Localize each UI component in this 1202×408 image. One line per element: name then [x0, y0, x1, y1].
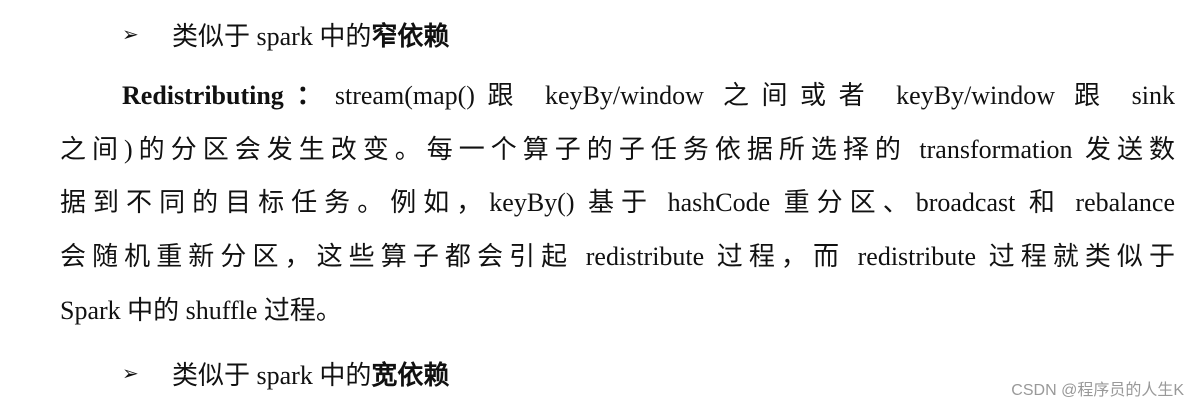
- bullet-emphasis: 宽依赖: [371, 361, 450, 390]
- watermark: CSDN @程序员的人生K: [1011, 382, 1184, 399]
- arrowhead-bullet-icon: ➢: [122, 363, 139, 385]
- paragraph-line-5: Spark 中的 shuffle 过程。: [60, 296, 342, 325]
- bullet-emphasis: 窄依赖: [371, 22, 450, 51]
- paragraph-term: Redistributing：: [122, 81, 335, 110]
- bullet-wide-dependency: ➢ 类似于 spark 中的 宽依赖: [122, 355, 449, 392]
- paragraph-text: stream(map()跟 keyBy/window 之间或者 keyBy/wi…: [334, 81, 1175, 110]
- bullet-narrow-dependency: ➢ 类似于 spark 中的 窄依赖: [122, 16, 449, 53]
- bullet-text: 类似于 spark 中的: [172, 22, 372, 51]
- paragraph-line-1: Redistributing：stream(map()跟 keyBy/windo…: [122, 81, 1175, 111]
- paragraph-line-2: 之间)的分区会发生改变。每一个算子的子任务依据所选择的 transformati…: [60, 135, 1175, 164]
- paragraph-line-4: 会随机重新分区，这些算子都会引起 redistribute 过程，而 redis…: [60, 242, 1175, 271]
- arrowhead-bullet-icon: ➢: [122, 24, 139, 46]
- paragraph-line-3: 据到不同的目标任务。例如，keyBy() 基于 hashCode 重分区、bro…: [60, 188, 1175, 217]
- bullet-text: 类似于 spark 中的: [172, 361, 372, 390]
